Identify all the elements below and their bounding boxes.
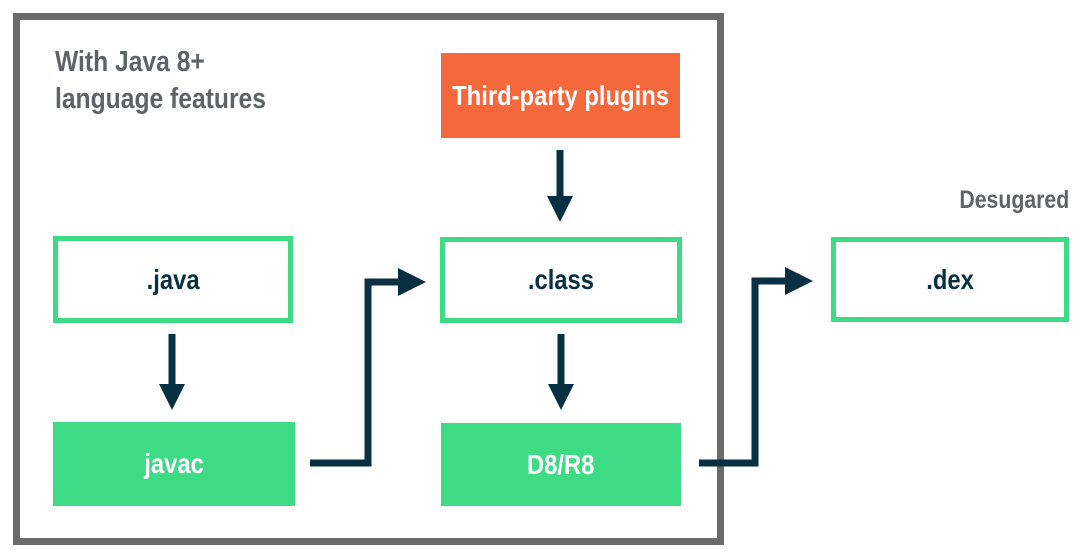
node-third-party-plugins-label: Third-party plugins <box>452 79 669 111</box>
caption-line-1: With Java 8+ <box>55 46 205 78</box>
node-class-file: .class <box>440 237 682 323</box>
node-d8r8-label: D8/R8 <box>527 448 595 480</box>
desugared-label: Desugared <box>959 186 1069 214</box>
node-third-party-plugins: Third-party plugins <box>441 53 680 138</box>
node-java-file-label: .java <box>146 263 200 295</box>
java8-caption: With Java 8+ language features <box>55 44 303 118</box>
node-dex-file: .dex <box>831 237 1069 322</box>
node-javac-label: javac <box>144 448 204 479</box>
node-javac: javac <box>53 422 295 506</box>
node-d8r8: D8/R8 <box>441 423 681 506</box>
caption-line-2: language features <box>55 83 266 115</box>
node-dex-file-label: .dex <box>926 263 974 295</box>
node-java-file: .java <box>53 236 293 323</box>
node-class-file-label: .class <box>527 264 595 295</box>
